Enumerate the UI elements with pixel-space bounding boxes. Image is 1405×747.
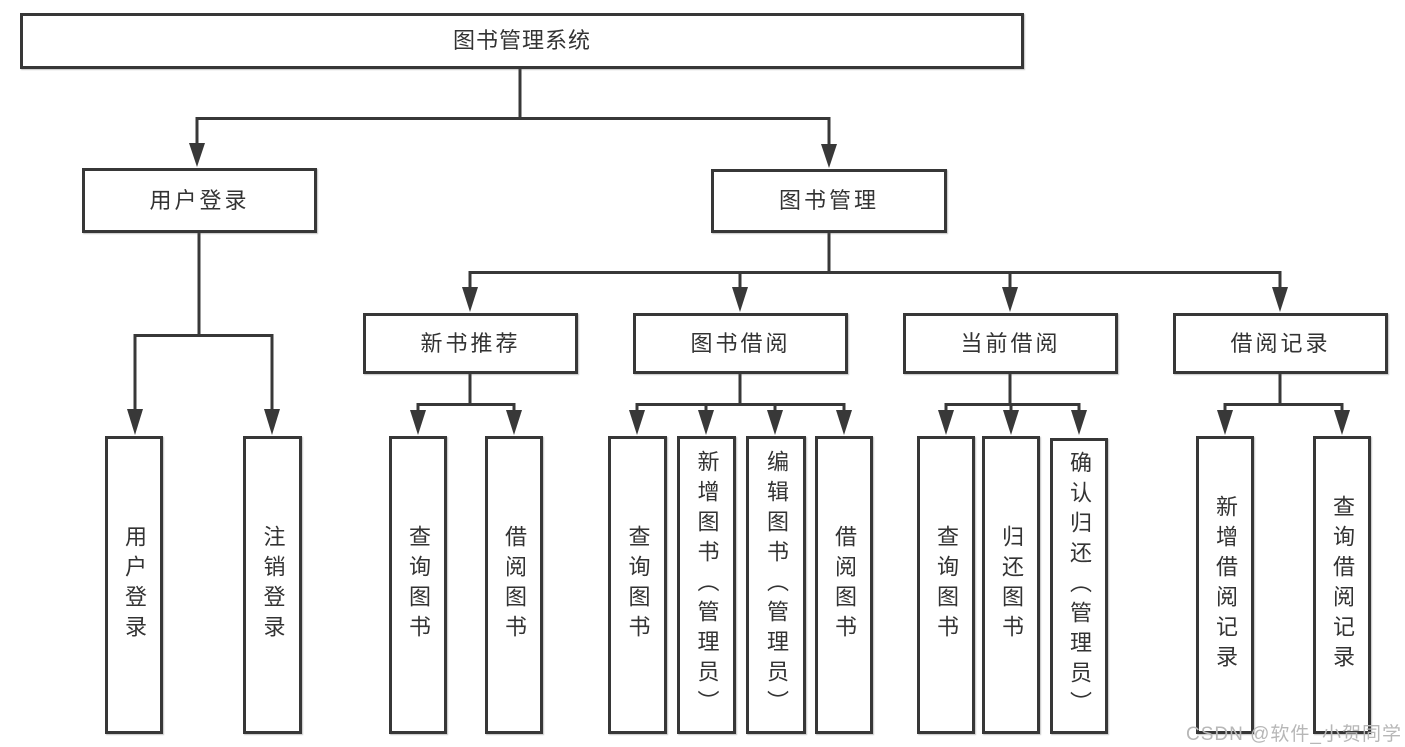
leaf-logout-label: 注销登录 <box>260 525 286 645</box>
node-new-book-recommend: 新书推荐 <box>363 313 578 374</box>
leaf-add-books-admin: 新增图书（管理员） <box>677 436 736 734</box>
node-root-label: 图书管理系统 <box>452 28 591 53</box>
arrowhead-icons <box>127 143 1350 435</box>
node-user-login: 用户登录 <box>82 168 317 233</box>
leaf-query-borrow-record: 查询借阅记录 <box>1313 436 1371 734</box>
node-current-borrow-label: 当前借阅 <box>960 330 1061 356</box>
leaf-borrow-query-books: 查询图书 <box>608 436 667 734</box>
leaf-logout: 注销登录 <box>243 436 302 734</box>
leaf-confirm-return-admin: 确认归还（管理员） <box>1050 438 1108 734</box>
csdn-watermark: CSDN @软件_小贺同学 <box>1186 724 1402 745</box>
leaf-current-query-books-label: 查询图书 <box>934 525 959 645</box>
leaf-recommend-borrow-books-label: 借阅图书 <box>502 525 527 645</box>
node-root-system: 图书管理系统 <box>20 13 1024 69</box>
leaf-edit-books-admin: 编辑图书（管理员） <box>746 436 806 734</box>
leaf-return-books-label: 归还图书 <box>999 525 1024 645</box>
node-borrow-record: 借阅记录 <box>1173 313 1388 374</box>
leaf-borrow-books: 借阅图书 <box>815 436 873 734</box>
leaf-user-login-label: 用户登录 <box>122 525 147 645</box>
leaf-recommend-borrow-books: 借阅图书 <box>485 436 543 734</box>
leaf-borrow-books-label: 借阅图书 <box>832 525 857 645</box>
leaf-return-books: 归还图书 <box>982 436 1040 734</box>
node-new-book-recommend-label: 新书推荐 <box>420 330 521 356</box>
leaf-edit-books-admin-label: 编辑图书（管理员） <box>764 450 789 720</box>
node-book-borrow: 图书借阅 <box>633 313 848 374</box>
node-book-borrow-label: 图书借阅 <box>690 330 791 356</box>
node-book-management: 图书管理 <box>711 169 947 233</box>
leaf-add-borrow-record-label: 新增借阅记录 <box>1213 495 1238 675</box>
leaf-confirm-return-admin-label: 确认归还（管理员） <box>1067 451 1092 721</box>
leaf-recommend-query-books: 查询图书 <box>389 436 447 734</box>
leaf-user-login: 用户登录 <box>105 436 163 734</box>
leaf-add-borrow-record: 新增借阅记录 <box>1196 436 1254 734</box>
node-book-management-label: 图书管理 <box>778 188 879 213</box>
node-user-login-label: 用户登录 <box>149 187 250 213</box>
leaf-query-borrow-record-label: 查询借阅记录 <box>1330 495 1355 675</box>
node-borrow-record-label: 借阅记录 <box>1230 330 1331 356</box>
leaf-borrow-query-books-label: 查询图书 <box>625 525 651 645</box>
leaf-add-books-admin-label: 新增图书（管理员） <box>694 450 720 720</box>
leaf-recommend-query-books-label: 查询图书 <box>406 525 431 645</box>
node-current-borrow: 当前借阅 <box>903 313 1118 374</box>
leaf-current-query-books: 查询图书 <box>917 436 975 734</box>
